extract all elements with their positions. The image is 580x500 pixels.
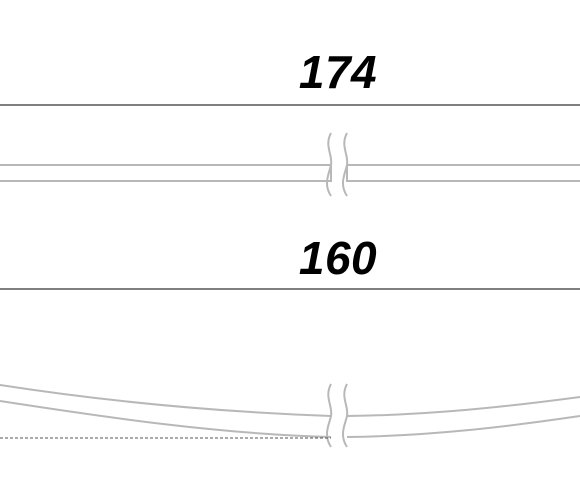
curved-board-lower-left [0,400,332,438]
dimension-label-top: 174 [298,46,378,98]
curved-board-lower-right [346,415,580,438]
straight-profile [0,104,580,197]
curved-board-upper-right [346,396,580,417]
curved-profile [0,288,580,448]
straight-board-right [346,164,580,182]
curved-board-upper-left [0,384,332,417]
break-mark-top-right [341,132,349,197]
break-mark-bottom-right [341,383,349,448]
break-mark-top-left [325,132,333,197]
dimension-label-bottom: 160 [298,232,378,284]
straight-board-left [0,164,332,182]
break-mark-bottom-left [325,383,333,448]
